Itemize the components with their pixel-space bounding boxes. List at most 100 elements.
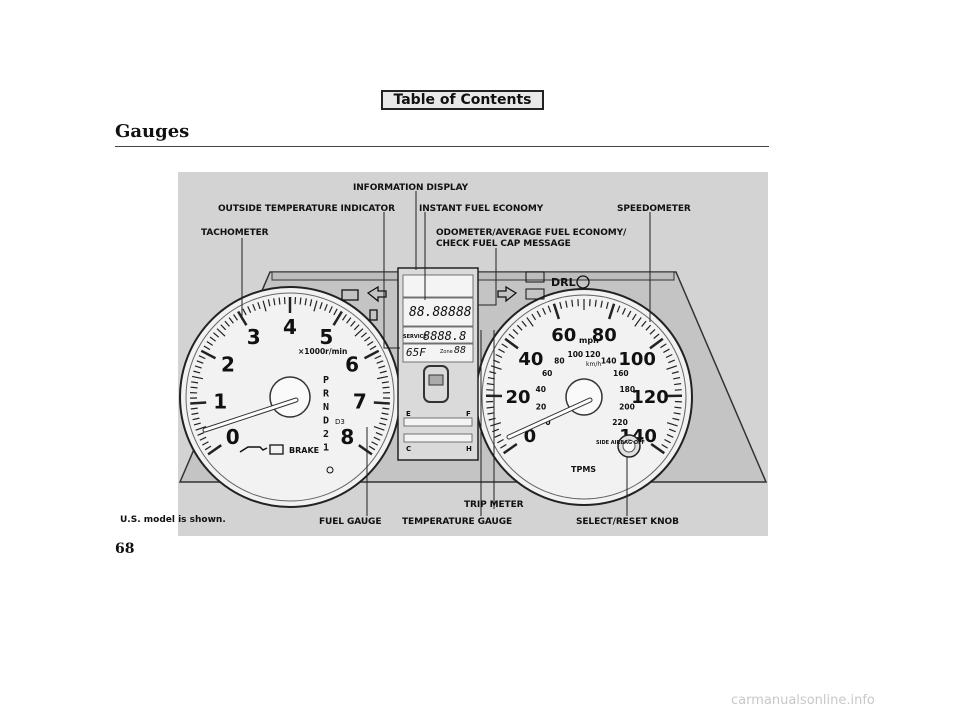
tachometer-tick — [368, 445, 376, 451]
speedometer-needle-fill — [507, 398, 592, 439]
table-of-contents-button[interactable]: Table of Contents — [381, 90, 544, 110]
service-label: SERVICE — [403, 334, 427, 340]
callout-odometer-line1: ODOMETER/AVERAGE FUEL ECONOMY/ — [436, 228, 627, 238]
tachometer-tick — [319, 302, 323, 310]
tachometer-tick — [382, 407, 390, 410]
odometer-display — [402, 297, 474, 327]
side-airbag-label: SIDE AIRBAG OFF — [596, 440, 645, 446]
tachometer-tick — [216, 328, 226, 337]
tachometer-inner-ring — [185, 292, 395, 502]
speedometer-tick — [666, 433, 674, 438]
tachometer-tick — [342, 314, 347, 321]
tachometer-tick — [213, 332, 220, 338]
speedometer-kmh-number: 120 — [585, 350, 601, 359]
fuel-pump-icon — [369, 309, 378, 321]
speedometer-tick — [621, 307, 626, 315]
speedometer-tick — [631, 313, 637, 321]
tachometer-tick — [324, 303, 328, 311]
speedometer-tick — [512, 329, 519, 335]
speedometer-inner-ring — [481, 294, 687, 500]
tachometer-tick — [376, 360, 384, 364]
speedometer-kmh-number: 220 — [612, 418, 628, 427]
speedometer-tick — [671, 371, 679, 375]
gear-indicator-letter: P — [323, 375, 329, 386]
tachometer-tick — [378, 365, 386, 369]
speedometer-tick — [600, 300, 603, 308]
gear-indicator-letter: D — [323, 416, 329, 427]
speedometer-tick — [487, 412, 495, 415]
tachometer-tick — [380, 417, 388, 421]
abs-icon — [576, 275, 590, 289]
tachometer-tick — [267, 299, 271, 307]
speedometer-tick — [666, 365, 678, 370]
speedometer-tick — [536, 310, 542, 318]
callout-fuel-gauge: FUEL GAUGE — [319, 517, 382, 527]
tachometer-tick — [207, 444, 222, 456]
speedometer-tick — [503, 443, 518, 455]
callout-speedometer: SPEEDOMETER — [617, 204, 691, 214]
select-reset-knob-center — [622, 439, 636, 453]
speedometer-mph-number: 80 — [592, 325, 617, 346]
tachometer-tick — [247, 306, 252, 313]
tachometer-tick — [369, 345, 377, 351]
gear-indicator-letter: N — [323, 402, 329, 413]
tachometer-tick — [190, 407, 198, 410]
tachometer-needle-fill — [203, 398, 298, 432]
speedometer-tick — [672, 417, 680, 421]
tachometer-tick — [198, 355, 206, 360]
tachometer-tick — [381, 381, 389, 384]
tachometer-tick — [371, 441, 378, 446]
gear-indicator-letter: 2 — [323, 429, 329, 440]
tachometer-tick — [193, 370, 201, 374]
speedometer-kmh-number: 100 — [568, 350, 584, 359]
tachometer-tick — [375, 432, 383, 436]
tachometer-number: 0 — [226, 425, 240, 449]
speedometer-tick — [674, 389, 682, 391]
speedometer-tick — [634, 317, 642, 327]
tachometer-number: 5 — [319, 325, 333, 349]
callout-instant-fuel-economy: INSTANT FUEL ECONOMY — [419, 204, 544, 214]
tachometer-tick — [203, 345, 211, 351]
tachometer-tick — [192, 417, 200, 421]
speedometer-tick — [616, 305, 621, 313]
speedometer-tick — [607, 303, 616, 320]
tachometer-tick — [228, 317, 234, 324]
speedometer-tick — [668, 428, 676, 433]
odometer-digits: 88.88888 — [409, 305, 472, 320]
speedometer-kmh-number: 60 — [542, 369, 552, 378]
tachometer-tick — [262, 300, 267, 312]
speedometer-kmh-unit: km/h — [586, 361, 601, 368]
speedometer-kmh-number: 40 — [536, 385, 546, 394]
speedometer-tick — [666, 422, 678, 427]
outside-temp-digits: 65F — [406, 346, 426, 359]
tachometer-tick — [379, 422, 387, 426]
tachometer-tick — [200, 349, 217, 360]
speedometer-tick — [565, 300, 568, 308]
callout-trip-meter: TRIP METER — [464, 500, 524, 510]
tachometer-tick — [193, 422, 201, 426]
tachometer-tick — [206, 340, 214, 346]
tachometer-tick — [191, 412, 199, 415]
speedometer-kmh-number: 160 — [613, 369, 629, 378]
tachometer-number: 8 — [340, 425, 354, 449]
speedometer-tick — [526, 317, 534, 327]
tachometer-tick — [220, 324, 227, 331]
tachometer-tick — [364, 336, 371, 342]
callout-select-reset-knob: SELECT/RESET KNOB — [576, 517, 679, 527]
speedometer-tick — [500, 443, 507, 449]
speedometer-tick — [673, 412, 681, 415]
speedometer-tick — [668, 359, 675, 364]
gear-indicator-letter: 1 — [323, 443, 329, 454]
speedometer-tick — [626, 310, 632, 318]
speedometer-tick — [490, 422, 502, 427]
tachometer-tick — [242, 308, 247, 316]
trip-meter-display — [402, 326, 474, 344]
tachometer-tick — [328, 306, 333, 313]
speedometer-tick — [653, 333, 660, 339]
title-divider — [115, 146, 769, 147]
watermark: carmanualsonline.info — [731, 693, 875, 708]
tachometer-tick — [373, 425, 385, 431]
fuel-f-label: F — [466, 410, 471, 418]
gear-indicator-letter: R — [323, 389, 330, 400]
